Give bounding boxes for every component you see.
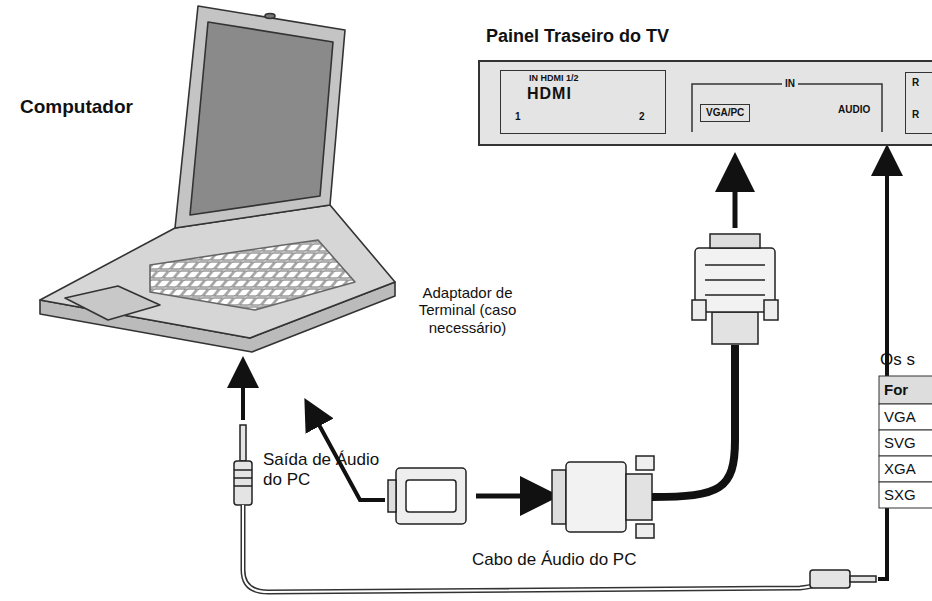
terminal-adapter: [388, 468, 466, 524]
port-number: 2: [639, 111, 645, 123]
port-label: R: [912, 77, 919, 89]
audio-plug: [234, 425, 252, 505]
input-port-group: VGA/PCINAUDIO: [692, 84, 882, 138]
table-cell: VGA: [884, 408, 916, 425]
table-cell: SVG: [884, 434, 916, 451]
port-number: 1: [515, 111, 521, 123]
port-label: R: [912, 109, 919, 121]
hdmi-logo: HDMI: [527, 85, 572, 103]
table-cell: XGA: [884, 460, 916, 477]
adapter-label: Adaptador de Terminal (caso necessário): [395, 284, 540, 336]
port-label: VGA/PC: [700, 104, 750, 122]
table-intro: Os s: [880, 350, 915, 370]
tv-rear-panel: Painel Traseiro do TVIN HDMI 1/2HDMI12VG…: [478, 60, 932, 146]
rca-port-group: RR: [905, 72, 932, 134]
device-label: Computador: [20, 96, 133, 118]
audio-plug: [810, 570, 876, 588]
table-cell: SXG: [884, 486, 916, 503]
port-label: IN: [782, 78, 798, 90]
vga-plug: [692, 234, 778, 344]
panel-title: Painel Traseiro do TV: [486, 26, 669, 47]
port-label: IN HDMI 1/2: [529, 73, 579, 83]
table-cell: For: [884, 381, 908, 398]
port-label: AUDIO: [838, 104, 870, 116]
laptop: [40, 6, 395, 352]
format-table: [879, 376, 932, 508]
vga-plug: [552, 456, 654, 538]
hdmi-port-group: IN HDMI 1/2HDMI 1 2: [500, 70, 666, 134]
callout-label: Saída de Áudio do PC: [263, 450, 393, 489]
cable-label: Cabo de Áudio do PC: [470, 550, 638, 570]
